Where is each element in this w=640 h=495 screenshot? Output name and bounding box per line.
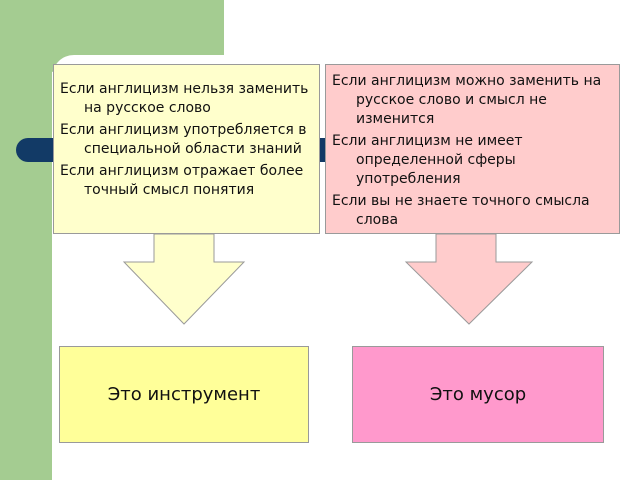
keep-conditions-list: Если англицизм нельзя заменить на русско… (54, 65, 319, 200)
trash-condition-item: Если англицизм можно заменить на русское… (332, 73, 602, 127)
trash-conditions-box: Если англицизм можно заменить на русское… (325, 64, 620, 234)
keep-condition-item: Если англицизм отражает более точный смы… (60, 163, 304, 198)
left-down-arrow (122, 233, 246, 325)
trash-condition-item: Если англицизм не имеет определенной сфе… (332, 133, 523, 187)
trash-result-box: Это мусор (352, 346, 604, 443)
keep-conditions-box: Если англицизм нельзя заменить на русско… (53, 64, 320, 234)
keep-condition-item: Если англицизм нельзя заменить на русско… (60, 81, 309, 116)
arrows-layer (122, 233, 534, 325)
trash-condition-item: Если вы не знаете точного смысла слова (332, 193, 590, 228)
tool-result-box: Это инструмент (59, 346, 309, 443)
decorative-green-strip (0, 0, 52, 480)
trash-conditions-list: Если англицизм можно заменить на русское… (326, 65, 619, 230)
right-down-arrow (404, 233, 534, 325)
trash-result-label: Это мусор (429, 384, 527, 405)
tool-result-label: Это инструмент (107, 384, 261, 405)
keep-condition-item: Если англицизм употребляется в специальн… (60, 122, 307, 157)
